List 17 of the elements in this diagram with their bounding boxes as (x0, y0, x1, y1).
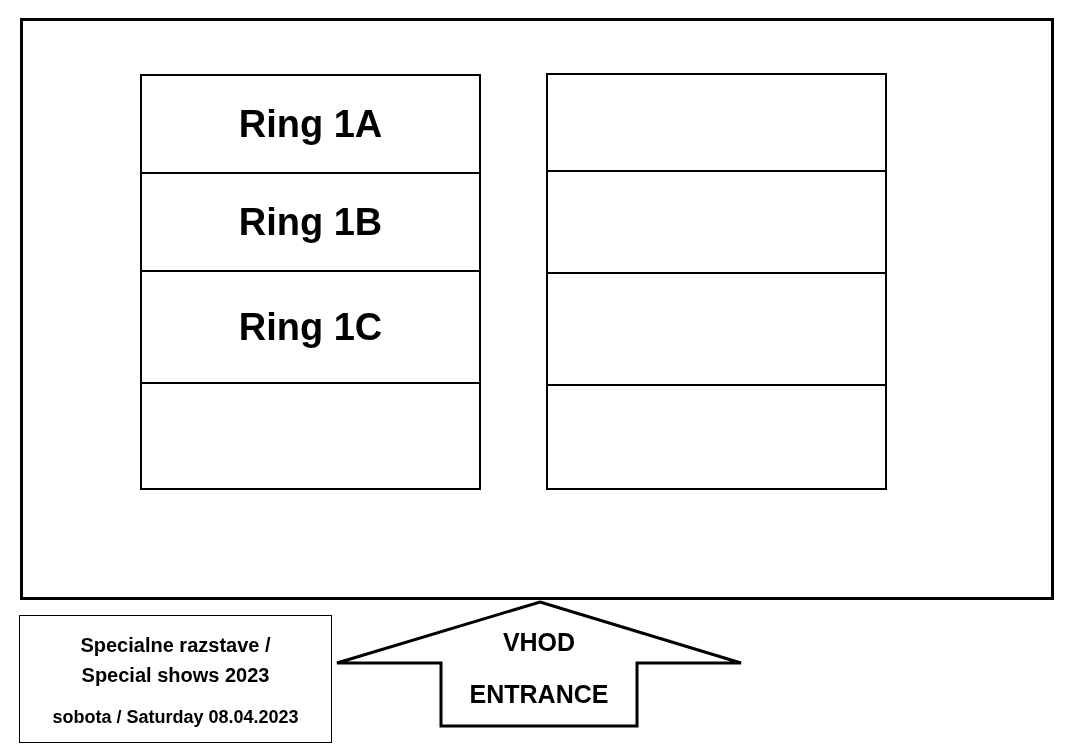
ring-label: Ring 1B (238, 200, 383, 244)
ring-area (140, 382, 481, 490)
ring-label: Ring 1A (238, 102, 383, 146)
event-title: Specialne razstave / Special shows 2023 (79, 633, 272, 689)
ring-area (546, 384, 887, 490)
entrance-label: ENTRANCE (468, 680, 610, 709)
ring-area (546, 272, 887, 386)
ring-area (546, 170, 887, 274)
hall-outline (20, 18, 1054, 600)
ring-area (140, 270, 481, 384)
ring-area (546, 73, 887, 172)
ring-area (140, 74, 481, 174)
event-date: sobota / Saturday 08.04.2023 (52, 706, 299, 728)
ring-label: Ring 1C (238, 305, 383, 349)
info-card (19, 615, 332, 743)
entrance-label: VHOD (501, 628, 577, 657)
ring-area (140, 172, 481, 272)
